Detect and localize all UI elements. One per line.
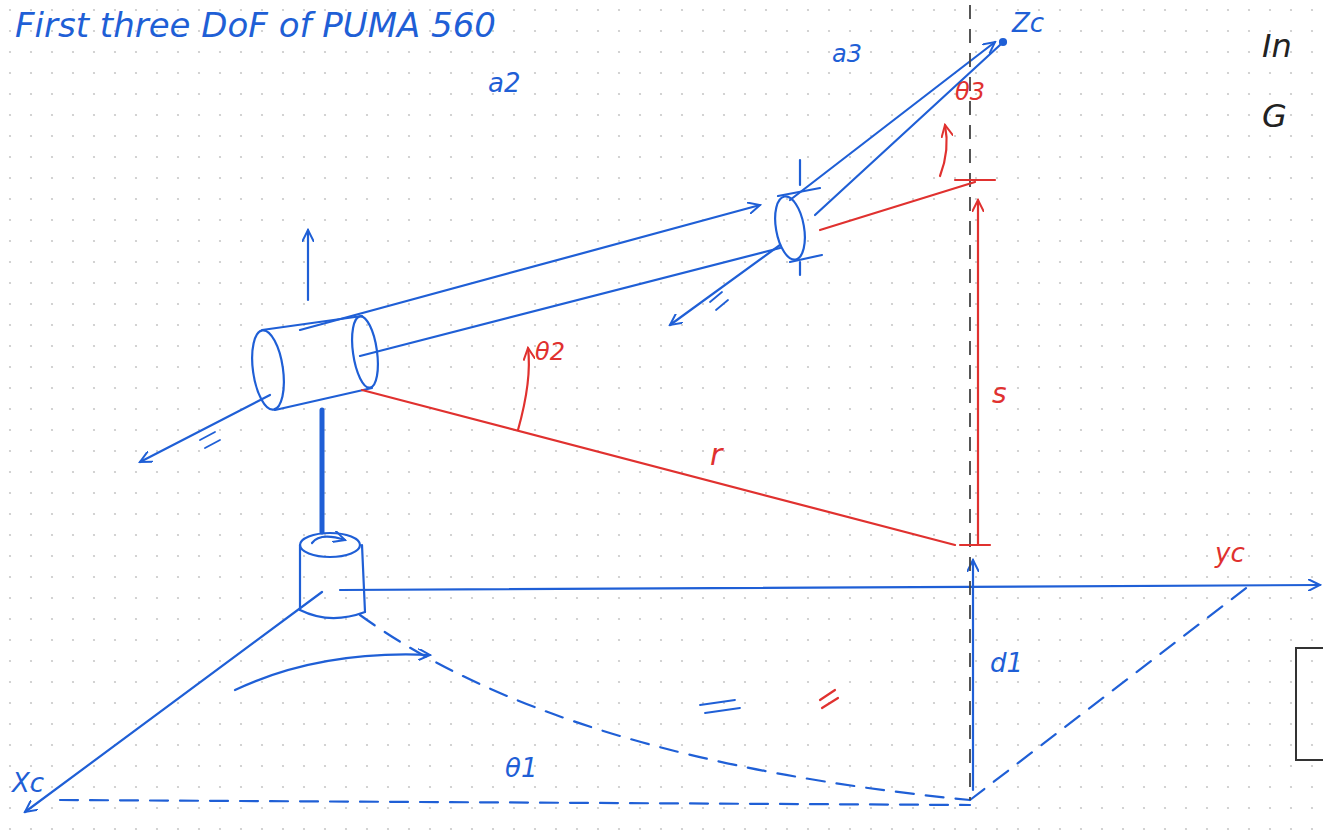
link-label: a2 [488, 70, 520, 96]
distance-label: r [710, 440, 722, 470]
distance-label: s [992, 380, 1007, 408]
note-text: G [1262, 100, 1287, 132]
link-label: a3 [832, 42, 862, 66]
axis-label: Xc [12, 770, 44, 796]
note-text: In [1262, 30, 1292, 62]
axis-label: yc [1215, 540, 1245, 566]
distance-label: d1 [990, 650, 1023, 676]
diagram-title: First three DoF of PUMA 560 [15, 8, 496, 42]
angle-label: θ2 [535, 340, 565, 364]
axis-label: Zc [1012, 10, 1044, 36]
angle-label: θ3 [955, 80, 985, 104]
angle-label: θ1 [505, 755, 537, 781]
